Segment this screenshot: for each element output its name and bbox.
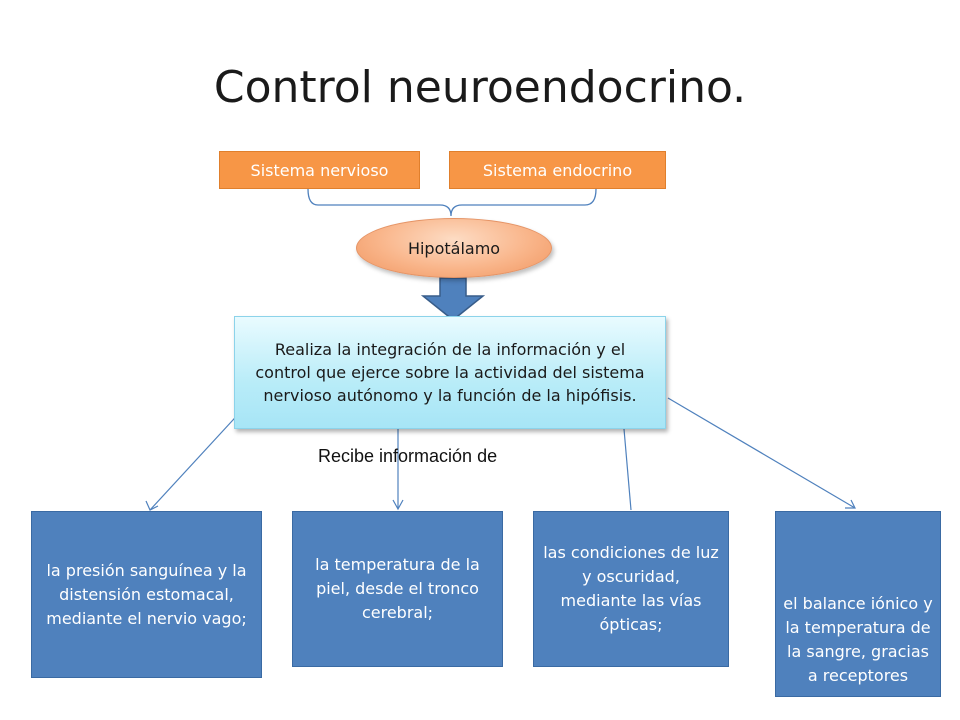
arrow-head-2 (392, 499, 404, 511)
arrow-line-1 (149, 407, 245, 511)
box-temperatura-piel: la temperatura de la piel, desde el tron… (292, 511, 503, 667)
box-balance-ionico: el balance iónico y la temperatura de la… (775, 511, 941, 697)
box-text: las condiciones de luz y oscuridad, medi… (543, 543, 719, 634)
integration-text: Realiza la integración de la información… (255, 340, 645, 405)
box-condiciones-luz: las condiciones de luz y oscuridad, medi… (533, 511, 729, 667)
down-arrow-icon (420, 277, 486, 321)
box-text: el balance iónico y la temperatura de la… (783, 594, 933, 685)
page-title: Control neuroendocrino. (213, 62, 747, 113)
box-sistema-endocrino: Sistema endocrino (449, 151, 666, 189)
box-text: la presión sanguínea y la distensión est… (46, 560, 247, 628)
box-sistema-nervioso: Sistema nervioso (219, 151, 420, 189)
arrow-head-1 (145, 500, 159, 511)
box-presion-sanguinea: la presión sanguínea y la distensión est… (31, 511, 262, 678)
integration-box: Realiza la integración de la información… (234, 316, 666, 429)
hypothalamus-label: Hipotálamo (407, 238, 501, 258)
hypothalamus-ellipse: Hipotálamo (356, 218, 552, 278)
arrow-head-4 (845, 499, 856, 509)
brace-connector (307, 188, 597, 217)
receives-label: Recibe información de (318, 446, 498, 466)
box-text: la temperatura de la piel, desde el tron… (315, 555, 480, 622)
arrow-line-3 (623, 428, 632, 511)
arrow-line-4 (667, 397, 856, 509)
